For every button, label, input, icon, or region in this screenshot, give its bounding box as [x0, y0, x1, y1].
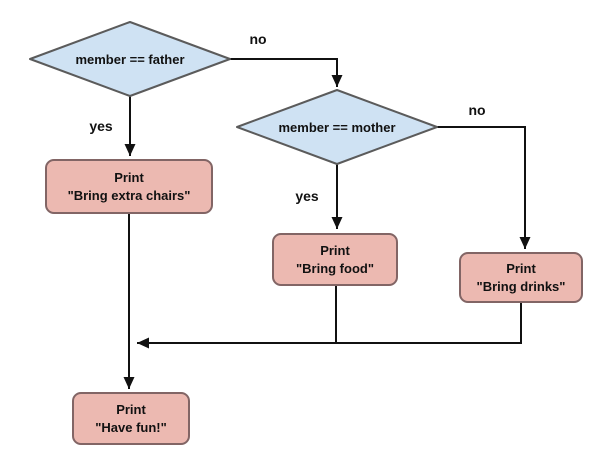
process-bring-food-line2: "Bring food" — [295, 260, 375, 276]
edge-drinks-to-junction-arrow — [137, 303, 522, 349]
decision-member-father-shape — [29, 21, 231, 97]
edge-father-no-arrow — [230, 58, 343, 87]
process-bring-drinks-line1: Print — [506, 260, 536, 276]
process-bring-drinks-line2: "Bring drinks" — [476, 278, 566, 294]
process-bring-extra-chairs: Print "Bring extra chairs" — [45, 159, 213, 214]
process-bring-extra-chairs-line1: Print — [114, 169, 144, 185]
edge-label-mother-no: no — [468, 102, 486, 118]
process-bring-extra-chairs-line2: "Bring extra chairs" — [67, 187, 191, 203]
edge-mother-no-arrow — [437, 126, 531, 249]
decision-member-mother-shape — [236, 89, 438, 165]
edge-label-mother-yes: yes — [295, 188, 319, 204]
process-bring-food-line1: Print — [320, 242, 350, 258]
process-have-fun-line1: Print — [116, 401, 146, 417]
process-bring-drinks: Print "Bring drinks" — [459, 252, 583, 303]
edge-label-father-yes: yes — [89, 118, 113, 134]
process-have-fun-line2: "Have fun!" — [95, 419, 167, 435]
edge-label-father-no: no — [249, 31, 267, 47]
process-bring-food: Print "Bring food" — [272, 233, 398, 286]
process-have-fun: Print "Have fun!" — [72, 392, 190, 445]
